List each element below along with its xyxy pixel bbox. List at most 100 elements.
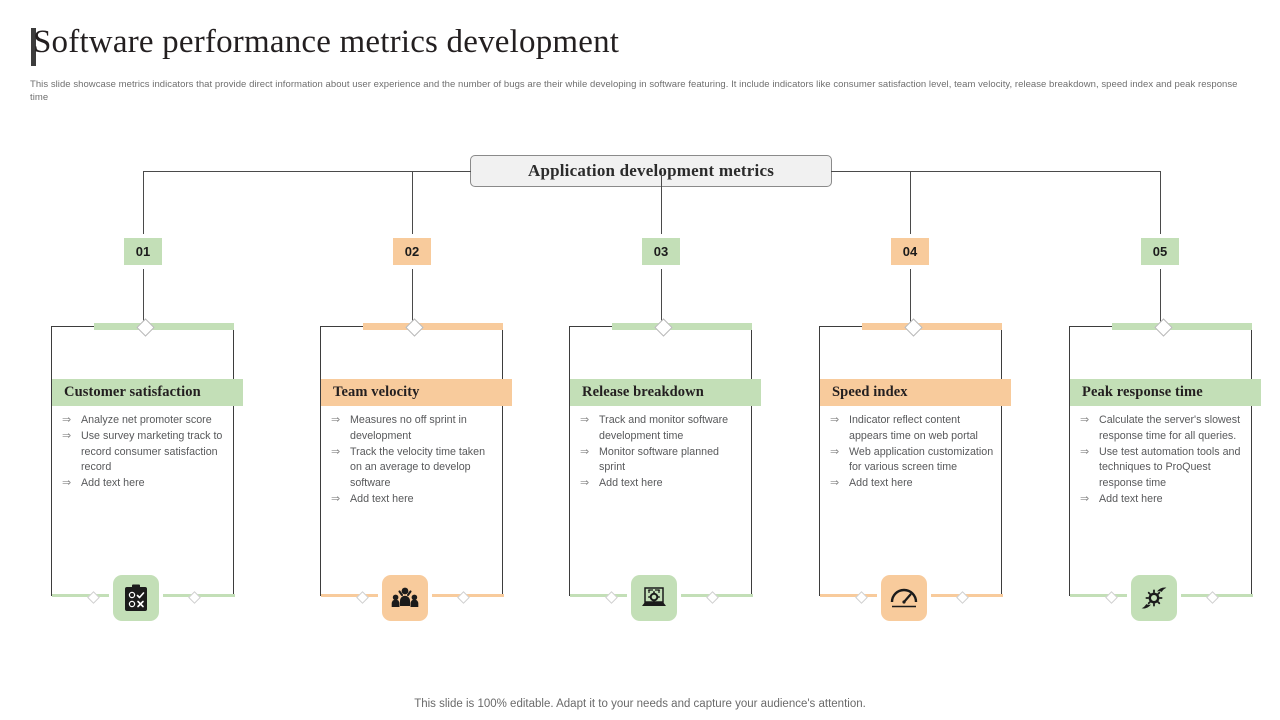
metric-card-speed-index[interactable]: Speed index ⇒ Indicator reflect content a… — [819, 318, 1011, 621]
card-top-diamond-05 — [1154, 318, 1173, 337]
arrow-bullet-icon: ⇒ — [331, 492, 341, 505]
list-item: ⇒ Calculate the server's slowest response… — [1080, 413, 1248, 445]
card-topbar-accent-03 — [612, 323, 752, 330]
card-top-diamond-02 — [405, 318, 424, 337]
card-title-label-03: Release breakdown — [582, 384, 704, 400]
arrow-bullet-icon: ⇒ — [62, 477, 72, 490]
list-item-text: Add text here — [350, 492, 414, 505]
list-item-text: Web application customization for variou… — [849, 445, 994, 474]
card-top-diamond-04 — [904, 318, 923, 337]
team-group-icon — [382, 575, 428, 621]
node-badge-05-label: 05 — [1152, 244, 1168, 259]
list-item-text: Track and monitor software development t… — [599, 414, 729, 442]
list-item-text: Add text here — [81, 477, 145, 490]
card-title-label-05: Peak response time — [1082, 384, 1203, 400]
card-title-bar-04: Speed index — [820, 379, 1011, 406]
node-badge-03[interactable]: 03 — [642, 238, 680, 265]
list-item-text: Indicator reflect content appears time o… — [849, 414, 978, 442]
list-item-text: Calculate the server's slowest response … — [1099, 414, 1241, 442]
card-title-bar-01: Customer satisfaction — [52, 379, 243, 406]
footer-note: This slide is 100% editable. Adapt it to… — [414, 698, 866, 710]
card-bullet-list-03: ⇒ Track and monitor software development … — [580, 413, 748, 492]
list-item: ⇒ Measures no off sprint in development — [331, 413, 499, 445]
metric-card-team-velocity[interactable]: Team velocity ⇒ Measures no off sprint in… — [320, 318, 512, 621]
arrow-bullet-icon: ⇒ — [331, 445, 341, 458]
arrow-bullet-icon: ⇒ — [331, 414, 341, 426]
clipboard-checklist-icon — [113, 575, 159, 621]
connector-stem-01 — [143, 265, 144, 327]
card-bullet-list-02: ⇒ Measures no off sprint in development ⇒… — [331, 413, 499, 508]
node-badge-04[interactable]: 04 — [891, 238, 929, 265]
list-item-text: Add text here — [1099, 492, 1163, 505]
connector-drop-04 — [910, 171, 911, 251]
arrow-bullet-icon: ⇒ — [580, 414, 590, 426]
node-badge-03-label: 03 — [653, 244, 669, 259]
list-item: ⇒Add text here — [580, 476, 748, 492]
list-item-text: Measures no off sprint in development — [350, 414, 467, 442]
card-bullet-list-05: ⇒ Calculate the server's slowest response… — [1080, 413, 1248, 508]
page-subtitle: This slide showcase metrics indicators t… — [30, 79, 1238, 103]
list-item: ⇒ Add text here — [62, 476, 230, 492]
list-item: ⇒Use test automation tools and technique… — [1080, 445, 1248, 492]
speedometer-gauge-icon — [881, 575, 927, 621]
card-topbar-accent-01 — [94, 323, 234, 330]
root-node-application-development-metrics[interactable]: Application development metrics — [470, 155, 832, 187]
title-accent-bar — [31, 28, 36, 66]
node-badge-02[interactable]: 02 — [393, 238, 431, 265]
node-badge-04-label: 04 — [902, 244, 918, 259]
card-topbar-accent-04 — [862, 323, 1002, 330]
list-item-text: Analyze net promoter score — [81, 414, 212, 426]
node-badge-01[interactable]: 01 — [124, 238, 162, 265]
card-top-diamond-03 — [654, 318, 673, 337]
card-bullet-list-04: ⇒ Indicator reflect content appears time … — [830, 413, 998, 492]
connector-stem-05 — [1160, 265, 1161, 327]
list-item: ⇒ Track and monitor software development … — [580, 413, 748, 445]
list-item-text: Use survey marketing track to record con… — [81, 429, 223, 474]
card-title-bar-05: Peak response time — [1070, 379, 1261, 406]
arrow-bullet-icon: ⇒ — [1080, 445, 1090, 458]
node-badge-02-label: 02 — [404, 244, 420, 259]
metrics-diagram: Application development metrics 01 02 03… — [0, 130, 1280, 650]
root-node-label: Application development metrics — [527, 161, 775, 180]
connector-stem-04 — [910, 265, 911, 327]
card-title-label-01: Customer satisfaction — [64, 384, 201, 400]
laptop-gear-icon — [631, 575, 677, 621]
arrow-bullet-icon: ⇒ — [580, 445, 590, 458]
arrow-bullet-icon: ⇒ — [580, 477, 590, 490]
connector-stem-02 — [412, 265, 413, 327]
card-title-bar-03: Release breakdown — [570, 379, 761, 406]
list-item: ⇒ Indicator reflect content appears time … — [830, 413, 998, 445]
arrow-bullet-icon: ⇒ — [830, 477, 840, 490]
list-item-text: Monitor software planned sprint — [599, 445, 720, 474]
connector-stem-03 — [661, 265, 662, 327]
card-title-bar-02: Team velocity — [321, 379, 512, 406]
list-item: ⇒ Track the velocity time taken on an ave… — [331, 445, 499, 492]
list-item-text: Track the velocity time taken on an aver… — [350, 445, 486, 490]
list-item: ⇒ Monitor software planned sprint — [580, 445, 748, 477]
metric-card-customer-satisfaction[interactable]: Customer satisfaction ⇒ Analyze net promo… — [51, 318, 243, 621]
connector-spine-right — [831, 171, 1161, 172]
connector-drop-05 — [1160, 171, 1161, 251]
list-item: ⇒ Add text here — [830, 476, 998, 492]
connector-drop-01 — [143, 171, 144, 251]
metric-card-peak-response-time[interactable]: Peak response time ⇒ Calculate the server… — [1069, 318, 1261, 621]
card-title-label-02: Team velocity — [333, 384, 420, 400]
list-item: ⇒Use survey marketing track to record co… — [62, 429, 230, 476]
list-item: ⇒ Add text here — [331, 492, 499, 508]
arrow-bullet-icon: ⇒ — [1080, 492, 1090, 505]
list-item: ⇒ Analyze net promoter score — [62, 413, 230, 429]
node-badge-01-label: 01 — [135, 244, 151, 259]
card-top-diamond-01 — [136, 318, 155, 337]
list-item-text: Add text here — [849, 477, 913, 490]
connector-drop-03 — [661, 171, 662, 251]
page-title: Software performance metrics development — [33, 24, 620, 60]
card-topbar-accent-02 — [363, 323, 503, 330]
connector-drop-02 — [412, 171, 413, 251]
node-badge-05[interactable]: 05 — [1141, 238, 1179, 265]
connector-spine-left — [143, 171, 471, 172]
metric-card-release-breakdown[interactable]: Release breakdown ⇒ Track and monitor sof… — [569, 318, 761, 621]
arrow-bullet-icon: ⇒ — [830, 414, 840, 426]
arrow-bullet-icon: ⇒ — [62, 414, 72, 426]
gear-hands-icon — [1131, 575, 1177, 621]
arrow-bullet-icon: ⇒ — [1080, 414, 1090, 426]
